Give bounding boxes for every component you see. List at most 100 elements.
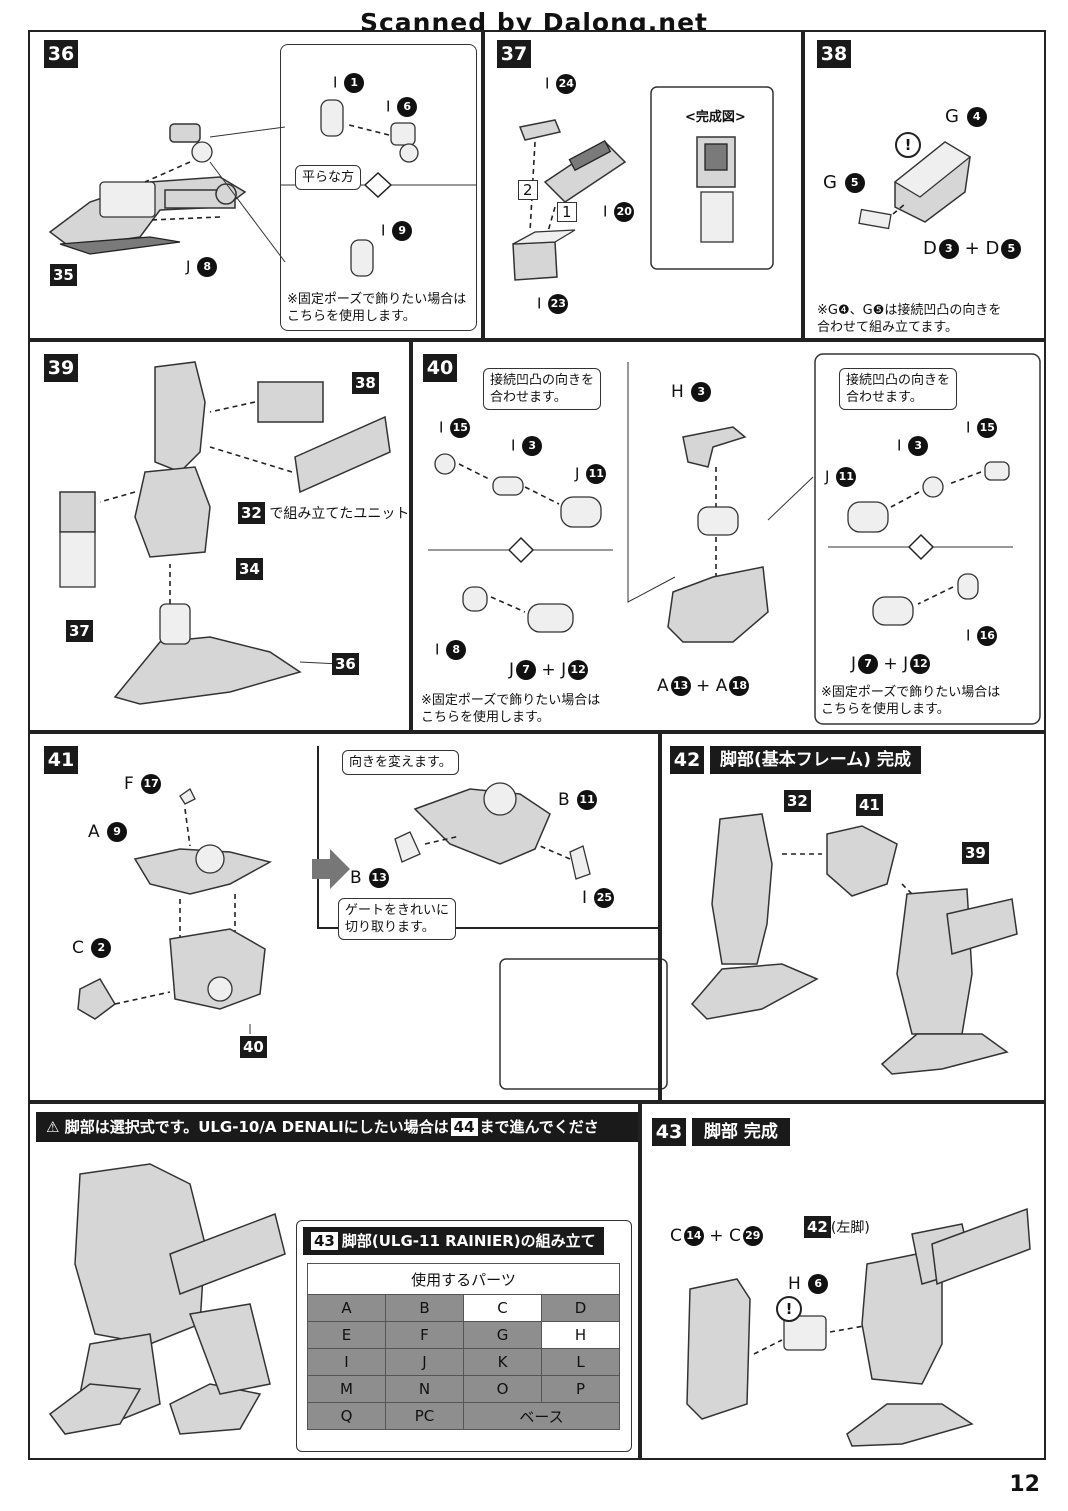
label-i16: I 16 [966,626,998,646]
number: 3 [938,239,959,259]
step-41-panel: 41 F 17 A 9 C 2 40 向きを変えます。 B 11 B 13 I … [28,732,660,1102]
step-37-illustration [512,86,774,281]
parts-title-text: 脚部(ULG-11 RAINIER)の組み立て [341,1232,596,1250]
number: 3 [691,382,712,402]
letter: D [923,238,937,259]
step-number: 39 [44,354,78,382]
step-43-title: 脚部 完成 [692,1118,790,1146]
part-cell: PC [385,1402,464,1430]
part-36-tag: 36 [332,653,359,675]
part-cell: F [385,1321,464,1349]
number: 9 [392,221,413,241]
leg-assembly-illustration [48,1163,286,1435]
letter: J [509,660,515,680]
step-number: 38 [817,40,851,68]
letter: I [435,640,440,659]
part-cell: B [385,1294,464,1322]
letter: I [603,202,608,221]
label-b11: B 11 [558,790,598,810]
flat-side-label: 平らな方 [295,165,362,190]
label-j11-left: J 11 [575,464,607,484]
part-34-tag: 34 [236,558,263,580]
label-i25: I 25 [582,888,615,908]
letter: J [186,257,191,276]
label-h6: H 6 [788,1274,829,1294]
step-number: 40 [423,354,457,382]
step-36-panel: 36 35 J 8 I 1 I 6 平らな方 I 9 ※固定ポーズで飾りたい場合… [28,30,483,340]
part-40-tag: 40 [240,1036,267,1058]
step-number: 36 [44,40,78,68]
part-cell: ベース [463,1402,620,1430]
number: 25 [594,888,615,908]
part-32-tag: 32 [784,790,811,812]
inset-box: I 1 I 6 平らな方 I 9 ※固定ポーズで飾りたい場合は こちらを使用しま… [280,44,477,331]
letter: I [966,418,971,437]
part-cell: J [385,1348,464,1376]
warning-icon: ! [776,1296,802,1322]
part-38-tag: 38 [352,372,379,394]
part-cell: P [541,1375,620,1403]
part-cell: G [463,1321,542,1349]
number: 5 [844,173,865,193]
letter: I [511,436,516,455]
unit-text: で組み立てたユニット [269,506,410,522]
letter: I [333,73,338,92]
number: 8 [197,257,218,277]
label-f17: F 17 [124,774,162,794]
number: 11 [577,790,598,810]
letter: I [545,74,550,93]
warning-icon: ! [895,132,921,158]
label-i15-right: I 15 [966,418,998,438]
part-35-tag: 35 [50,264,77,286]
connection-note: ※G❹、G❺は接続凹凸の向きを 合わせて組み立てます。 [817,303,1002,335]
step-number: 42 [670,746,704,774]
label-i3-left: I 3 [511,436,543,456]
step-42-panel: 42 脚部(基本フレーム) 完成 32 41 39 [660,732,1046,1102]
turn-around-bubble: 向きを変えます。 [342,750,459,775]
number: 20 [614,202,635,222]
left-leg-text: (左脚) [830,1220,870,1236]
label-b13: B 13 [350,868,390,888]
number: 7 [516,660,537,680]
step-43-illustration [686,1207,1031,1447]
part-37-tag: 37 [66,620,93,642]
step-39-illustration [59,361,391,705]
label-order-2: 2 [518,180,538,200]
label-i8: I 8 [435,640,467,660]
fixed-pose-note-right: ※固定ポーズで飾りたい場合は こちらを使用します。 [821,685,1001,717]
number: 2 [91,938,112,958]
number: 15 [977,418,998,438]
letter: I [386,97,391,116]
label-i23: I 23 [537,294,569,314]
label-g5: G 5 [823,172,865,193]
letter: B [350,868,362,888]
plus: + [696,676,711,696]
letter: J [561,660,567,680]
number: 24 [556,74,577,94]
number: 16 [977,626,998,646]
label-42-left-leg: 42(左脚) [804,1216,870,1238]
plus: + [883,654,898,674]
number: 3 [908,436,929,456]
number: 4 [966,107,987,127]
part-41-tag: 41 [856,794,883,816]
letter: J [851,654,857,674]
number: 18 [729,676,750,696]
alignment-bubble-right: 接続凹凸の向きを 合わせます。 [839,368,958,410]
number: 9 [107,822,128,842]
part-cell: E [307,1321,386,1349]
letter: C [670,1226,682,1246]
letter: A [88,822,100,842]
step-number: 41 [44,746,78,774]
letter: G [945,106,959,127]
number: 6 [397,97,418,117]
label-i9: I 9 [381,221,413,241]
number: 5 [1001,239,1022,259]
part-39-tag: 39 [962,842,989,864]
number: 13 [369,868,390,888]
letter: G [823,172,837,193]
